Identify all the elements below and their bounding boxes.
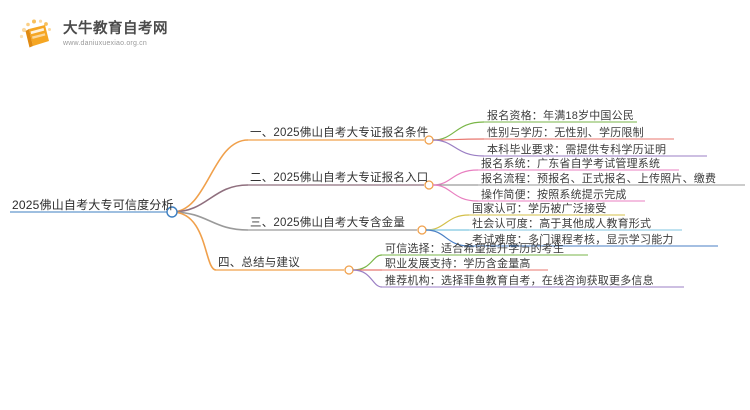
branch-connector-4 bbox=[171, 211, 217, 271]
branch-4-node-dot[interactable] bbox=[344, 265, 354, 275]
leaf-connector-4-3 bbox=[352, 269, 383, 288]
leaf-label-4-1[interactable]: 可信选择：适合希望提升学历的考生 bbox=[385, 243, 565, 255]
branch-label-2[interactable]: 二、2025佛山自考大专证报名入口 bbox=[250, 172, 429, 184]
root-node-label[interactable]: 2025佛山自考大专可信度分析 bbox=[12, 198, 174, 212]
leaf-label-4-3[interactable]: 推荐机构：选择菲鱼教育自考，在线咨询获取更多信息 bbox=[385, 275, 654, 287]
site-logo: 大牛教育自考网 www.daniuxuexiao.org.cn bbox=[18, 14, 198, 56]
leaf-connector-1-1 bbox=[432, 121, 485, 141]
logo-text: 大牛教育自考网 www.daniuxuexiao.org.cn bbox=[63, 21, 168, 48]
leaf-connector-3-3 bbox=[425, 229, 470, 247]
root-node-dot[interactable] bbox=[166, 206, 178, 218]
leaf-label-1-3[interactable]: 本科毕业要求：需提供专科学历证明 bbox=[487, 144, 667, 156]
branch-connector-3 bbox=[171, 211, 249, 231]
leaf-label-1-2[interactable]: 性别与学历：无性别、学历限制 bbox=[487, 127, 644, 139]
logo-site-url: www.daniuxuexiao.org.cn bbox=[63, 40, 147, 48]
leaf-label-4-2[interactable]: 职业发展支持：学历含金量高 bbox=[385, 258, 531, 270]
leaf-label-2-2[interactable]: 报名流程：预报名、正式报名、上传照片、缴费 bbox=[481, 173, 717, 185]
leaf-label-2-3[interactable]: 操作简便：按照系统提示完成 bbox=[481, 189, 627, 201]
branch-3-node-dot[interactable] bbox=[417, 225, 427, 235]
branch-label-4[interactable]: 四、总结与建议 bbox=[218, 257, 300, 269]
logo-site-name: 大牛教育自考网 bbox=[63, 21, 168, 38]
leaf-label-3-2[interactable]: 社会认可度：高于其他成人教育形式 bbox=[472, 218, 652, 230]
leaf-label-3-3[interactable]: 考试难度：多门课程考核，显示学习能力 bbox=[472, 234, 674, 246]
branch-label-3[interactable]: 三、2025佛山自考大专含金量 bbox=[250, 217, 406, 229]
branch-label-1[interactable]: 一、2025佛山自考大专证报名条件 bbox=[250, 127, 429, 139]
branch-connector-2 bbox=[171, 184, 249, 213]
leaf-connector-1-3 bbox=[432, 139, 485, 157]
branch-connector-1 bbox=[171, 139, 249, 213]
leaf-label-1-1[interactable]: 报名资格：年满18岁中国公民 bbox=[487, 110, 635, 122]
leaf-connector-2-3 bbox=[432, 184, 479, 202]
leaf-label-2-1[interactable]: 报名系统：广东省自学考试管理系统 bbox=[481, 158, 661, 170]
book-icon bbox=[18, 18, 56, 52]
leaf-connector-3-1 bbox=[425, 214, 470, 231]
leaf-connector-4-1 bbox=[352, 254, 383, 271]
leaf-connector-2-1 bbox=[432, 169, 479, 186]
leaf-label-3-1[interactable]: 国家认可：学历被广泛接受 bbox=[472, 203, 607, 215]
